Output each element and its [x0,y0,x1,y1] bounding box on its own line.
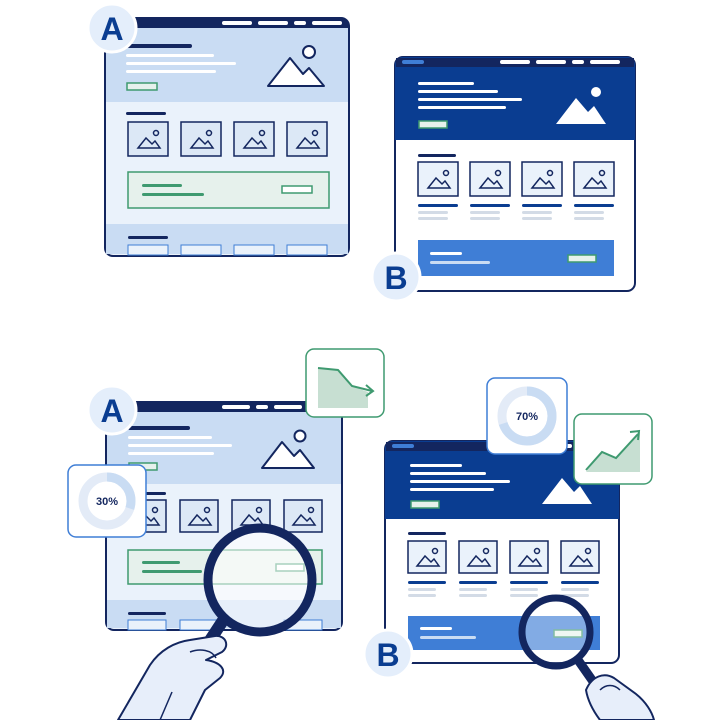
letter-a-badge: A [86,2,138,54]
donut-progress-card-70: 70% [486,377,568,455]
letter-a-badge: A [86,384,138,436]
donut-30-label: 30% [96,496,118,508]
mountain-sun-icon [556,87,606,124]
bottom-version-b-page [384,440,620,664]
hand-icon [585,674,655,720]
donut-70-label: 70% [516,411,538,423]
top-version-b-page [394,56,636,292]
version-b-label: B [384,260,407,296]
version-a-label: A [100,393,123,429]
version-a-label: A [100,11,123,47]
top-version-a-page [104,17,350,257]
version-b-label: B [376,637,399,673]
image-placeholder-row [127,121,328,157]
down-trend-chart-icon [305,348,385,418]
letter-b-badge: B [362,628,414,680]
image-placeholder-row [417,161,615,220]
up-trend-chart-icon [573,413,653,485]
hand-icon [117,634,228,720]
image-placeholder-row [407,540,600,597]
donut-70-fill [497,386,557,446]
donut-progress-icon [78,472,136,530]
mountain-sun-icon [267,45,325,87]
donut-30-fill [78,472,136,530]
donut-progress-icon [497,386,557,446]
donut-progress-card-30: 30% [67,464,147,538]
magnifying-glass-icon [518,594,597,685]
mountain-sun-icon [261,429,315,469]
letter-b-badge: B [370,251,422,303]
